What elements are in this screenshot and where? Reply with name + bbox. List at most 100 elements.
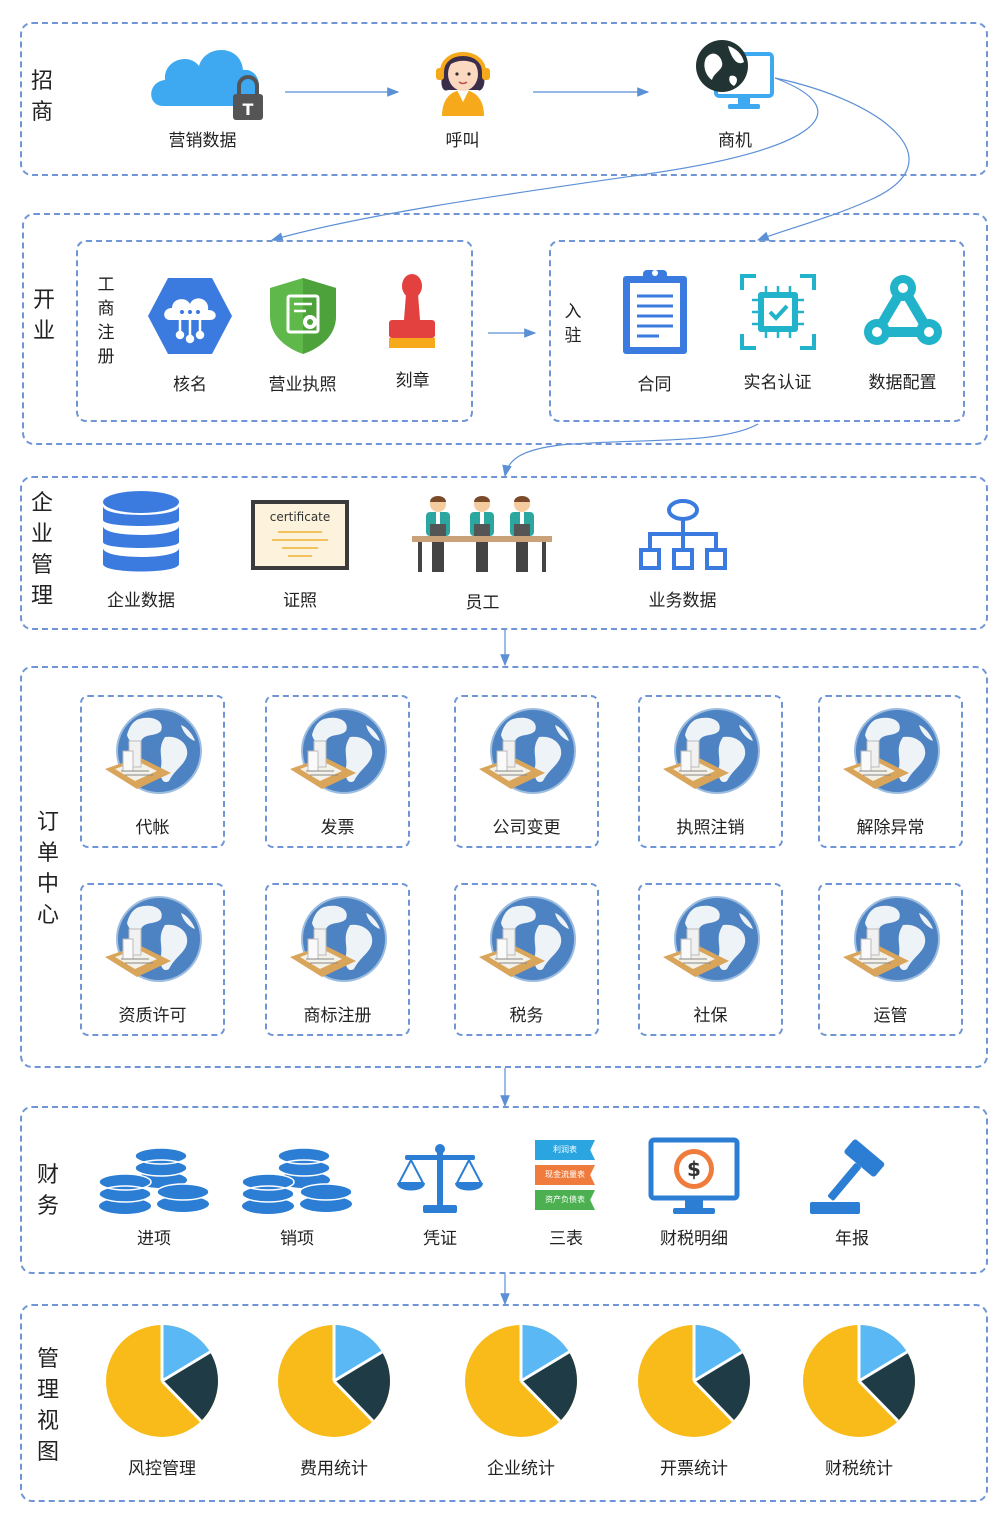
globe-docs-icon [663,896,760,982]
section-title-open: 开业 [32,288,55,344]
globe-docs-icon [479,896,576,982]
group-settle [549,240,965,422]
gavel-icon [810,1139,885,1214]
view-item-label: 财税统计 [825,1459,893,1479]
item-business-license[interactable]: 营业执照 [255,274,350,399]
order-item-label: 运管 [873,1006,908,1026]
item-business-data[interactable]: 业务数据 [630,498,735,615]
item-label: 进项 [137,1229,171,1249]
section-title-enterprise: 企业管理 [30,491,53,609]
view-item[interactable]: 风控管理 [103,1322,221,1480]
item-label: 营销数据 [168,131,237,151]
scales-icon [397,1144,483,1213]
item-output-invoices[interactable]: 销项 [238,1147,356,1254]
globe-docs-icon [290,896,387,982]
monitor-dollar-icon: $ [648,1137,740,1214]
section-recruit [20,22,988,176]
item-enterprise-data[interactable]: 企业数据 [95,490,187,615]
item-three-statements[interactable]: 利润表 现金流量表 资产负债表 三表 [530,1140,602,1254]
globe-docs-icon [663,708,760,794]
view-item-label: 企业统计 [487,1459,555,1479]
section-title-recruit: 招商 [30,69,53,125]
item-name-check[interactable]: 核名 [140,274,240,399]
order-item-label: 解除异常 [856,818,925,838]
order-item-card[interactable]: 发票 [265,695,410,848]
item-label: 商机 [718,131,752,151]
section-enterprise [20,476,988,630]
item-data-config[interactable]: 数据配置 [855,272,950,397]
section-finance [20,1106,988,1274]
item-opportunity[interactable]: 商机 [680,36,790,151]
item-label: 员工 [465,593,500,613]
item-annual-report[interactable]: 年报 [802,1139,902,1254]
order-item-label: 社保 [693,1006,728,1026]
share-nodes-icon [864,275,942,345]
order-item-label: 代帐 [135,818,170,838]
item-real-name-auth[interactable]: 实名认证 [730,272,825,397]
item-vouchers[interactable]: 凭证 [396,1143,484,1254]
section-orders [20,666,988,1068]
license-shield-icon [270,278,336,354]
item-call[interactable]: 呼叫 [410,36,515,151]
call-agent-icon [436,52,490,116]
item-label: 营业执照 [268,375,337,395]
cloud-lock-icon: T [151,49,263,120]
view-item[interactable]: 财税统计 [800,1322,918,1480]
coins-icon [98,1147,210,1214]
view-item[interactable]: 费用统计 [275,1322,393,1480]
globe-docs-icon [105,708,202,794]
globe-docs-icon [843,708,940,794]
certificate-icon [251,500,349,570]
order-item-card[interactable]: 商标注册 [265,883,410,1036]
pie-chart-icon [803,1324,915,1437]
svg-text:T: T [243,100,254,119]
item-label: 数据配置 [868,373,937,393]
item-label: 三表 [549,1229,583,1249]
order-item-card[interactable]: 代帐 [80,695,225,848]
item-staff[interactable]: 员工 [410,492,555,615]
section-title-orders: 订单中心 [36,810,59,928]
globe-docs-icon [479,708,576,794]
view-item-label: 开票统计 [660,1459,728,1479]
order-item-card[interactable]: 税务 [454,883,599,1036]
globe-docs-icon [105,896,202,982]
item-label: 财税明细 [660,1229,728,1249]
item-label: 年报 [835,1229,869,1249]
coins-icon [241,1147,353,1214]
order-item-card[interactable]: 社保 [638,883,783,1036]
item-seal-carving[interactable]: 刻章 [365,272,460,397]
item-label: 合同 [637,375,672,395]
item-label: 业务数据 [648,591,717,611]
section-title-finance: 财务 [36,1163,59,1219]
item-certificates[interactable]: certificate 证照 [250,498,350,615]
view-item[interactable]: 企业统计 [462,1322,580,1480]
order-item-card[interactable]: 执照注销 [638,695,783,848]
view-item[interactable]: 开票统计 [635,1322,753,1480]
clipboard-icon [623,270,687,354]
order-item-card[interactable]: 资质许可 [80,883,225,1036]
order-item-label: 税务 [509,1006,544,1026]
svg-text:$: $ [687,1157,701,1181]
item-input-invoices[interactable]: 进项 [95,1147,213,1254]
database-icon [103,491,179,572]
section-views [20,1304,988,1502]
order-item-label: 资质许可 [118,1006,187,1026]
item-tax-details[interactable]: $ 财税明细 [645,1137,743,1254]
order-item-label: 发票 [320,818,355,838]
item-contract[interactable]: 合同 [612,266,697,398]
report-tag-balance: 资产负债表 [535,1190,595,1210]
chip-verify-icon [740,274,816,350]
cloud-network-icon [148,278,232,354]
pie-chart-icon [465,1324,577,1437]
globe-docs-icon [843,896,940,982]
group-title-registration: 工商注册 [97,275,115,367]
view-item-label: 风控管理 [128,1459,196,1479]
order-item-card[interactable]: 运管 [818,883,963,1036]
order-item-card[interactable]: 公司变更 [454,695,599,848]
item-label: 销项 [280,1229,314,1249]
stamp-icon [389,274,435,348]
pie-chart-icon [278,1324,390,1437]
order-item-label: 商标注册 [303,1006,372,1026]
item-marketing-data[interactable]: T 营销数据 [140,38,265,151]
order-item-card[interactable]: 解除异常 [818,695,963,848]
